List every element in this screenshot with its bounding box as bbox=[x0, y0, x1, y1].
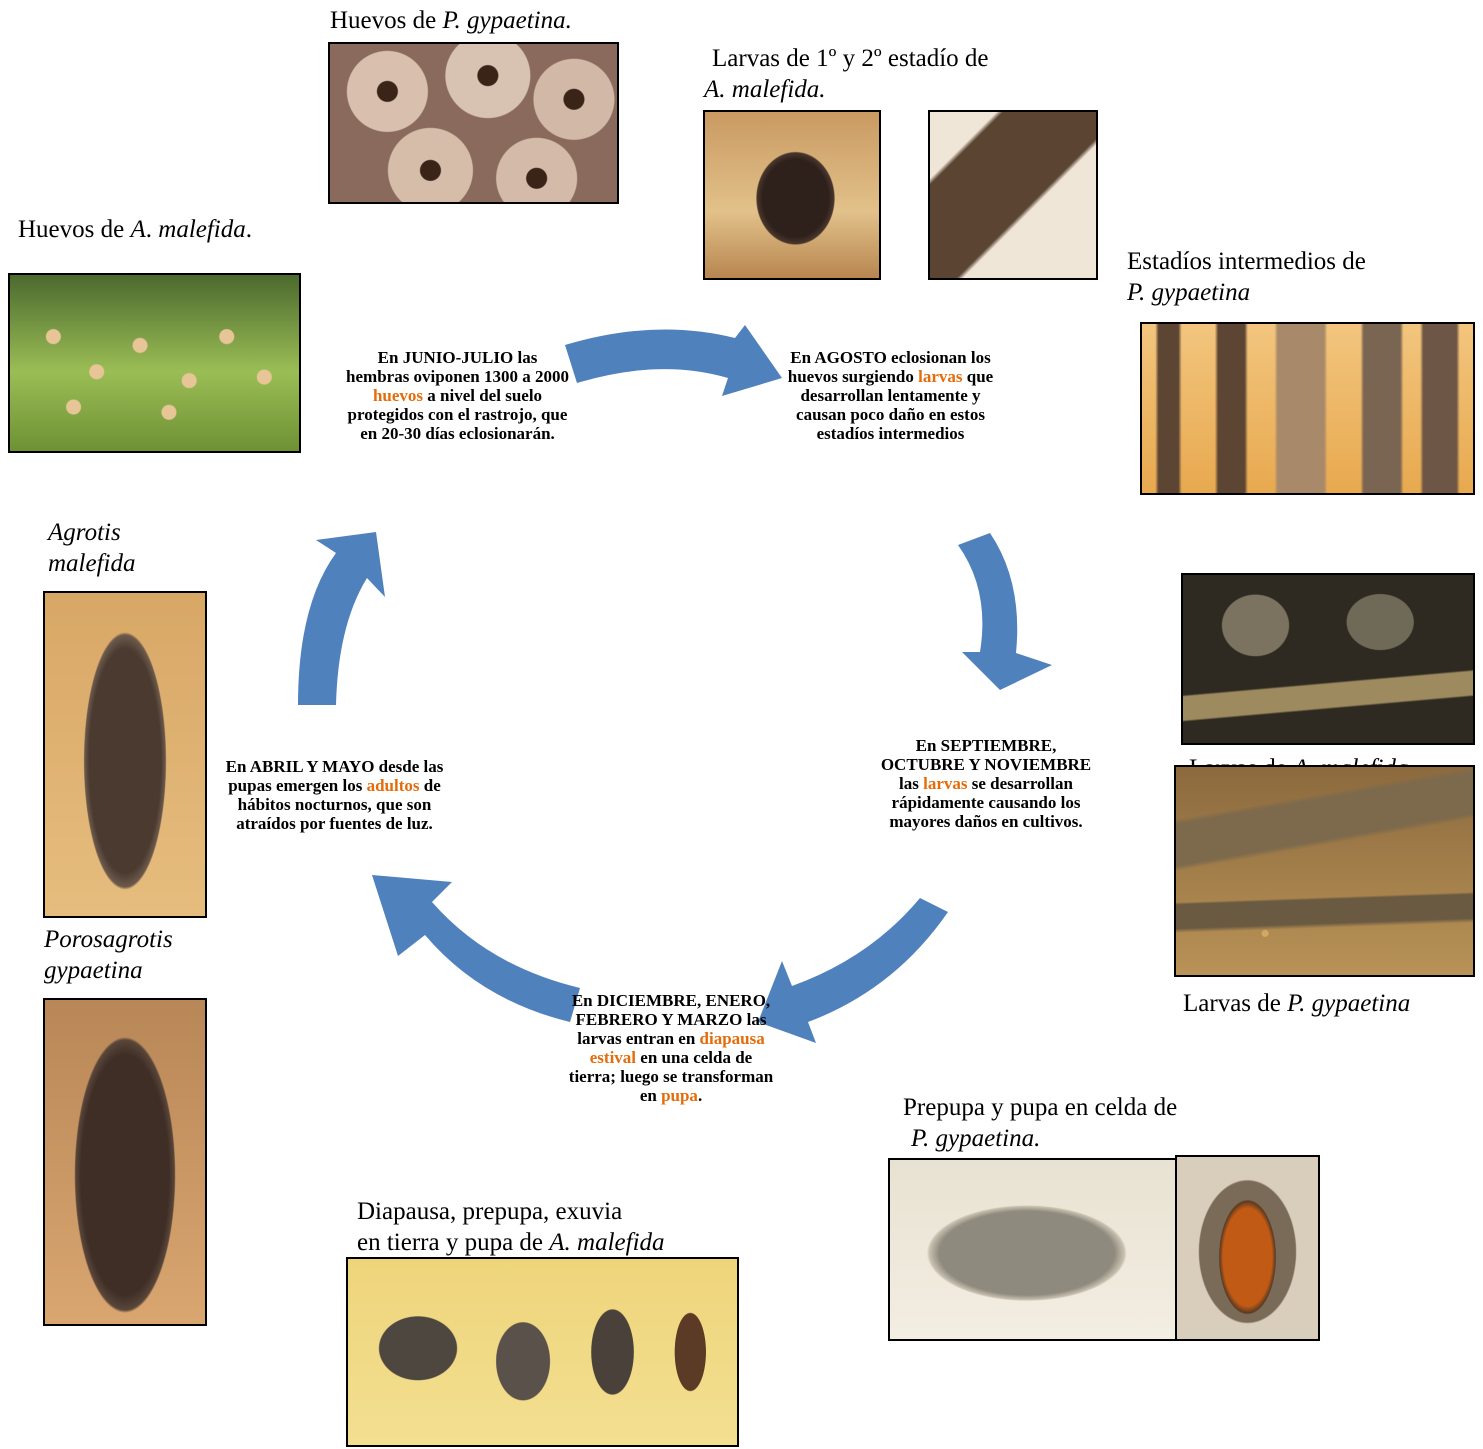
caption-larvas-pg: Larvas de P. gypaetina bbox=[1183, 988, 1410, 1019]
photo-porosagrotis-gypaetina bbox=[43, 998, 207, 1326]
step-agosto: En AGOSTO eclosionan los huevos surgiend… bbox=[778, 348, 1003, 443]
photo-huevos-am bbox=[8, 273, 301, 453]
caption-porosagrotis-gypaetina: Porosagrotis gypaetina bbox=[44, 924, 173, 986]
caption-huevos-am: Huevos de A. malefida. bbox=[18, 214, 252, 245]
caption-prepupa-pupa: Prepupa y pupa en celda de P. gypaetina. bbox=[903, 1092, 1177, 1154]
step-abril-mayo: En ABRIL Y MAYO desde las pupas emergen … bbox=[222, 757, 447, 833]
photo-larvas-am bbox=[1181, 573, 1475, 745]
photo-diapausa-am bbox=[346, 1257, 739, 1447]
photo-larva-estadio-1 bbox=[703, 110, 881, 280]
photo-pupa-celda-pg bbox=[1175, 1155, 1320, 1341]
step-junio-julio: En JUNIO-JULIO las hembras oviponen 1300… bbox=[345, 348, 570, 443]
caption-agrotis-malefida: Agrotis malefida bbox=[48, 517, 136, 579]
arrow-agosto-to-septiembre bbox=[958, 533, 1052, 690]
caption-estadios-intermedios: Estadíos intermedios de P. gypaetina bbox=[1127, 246, 1366, 308]
caption-huevos-pg: Huevos de P. gypaetina. bbox=[330, 5, 572, 36]
step-diciembre-marzo: En DICIEMBRE, ENERO, FEBRERO Y MARZO las… bbox=[568, 991, 774, 1105]
caption-diapausa: Diapausa, prepupa, exuvia en tierra y pu… bbox=[357, 1196, 665, 1258]
arrow-abril-to-junio bbox=[298, 532, 385, 705]
photo-estadios-intermedios bbox=[1140, 322, 1475, 495]
photo-larvas-pg bbox=[1174, 765, 1475, 977]
arrow-diciembre-to-abril bbox=[372, 875, 580, 1022]
photo-prepupa-pg bbox=[888, 1158, 1177, 1341]
step-septiembre-noviembre: En SEPTIEMBRE, OCTUBRE Y NOVIEMBRE las l… bbox=[872, 736, 1100, 831]
arrow-septiembre-to-diciembre bbox=[758, 898, 948, 1043]
photo-larva-estadio-2 bbox=[928, 110, 1098, 280]
arrow-junio-to-agosto bbox=[565, 325, 782, 396]
photo-huevos-pg bbox=[328, 42, 619, 204]
photo-agrotis-malefida bbox=[43, 591, 207, 918]
caption-larvas-estadio-1-2: Larvas de 1º y 2º estadío de A. malefida… bbox=[712, 43, 989, 105]
